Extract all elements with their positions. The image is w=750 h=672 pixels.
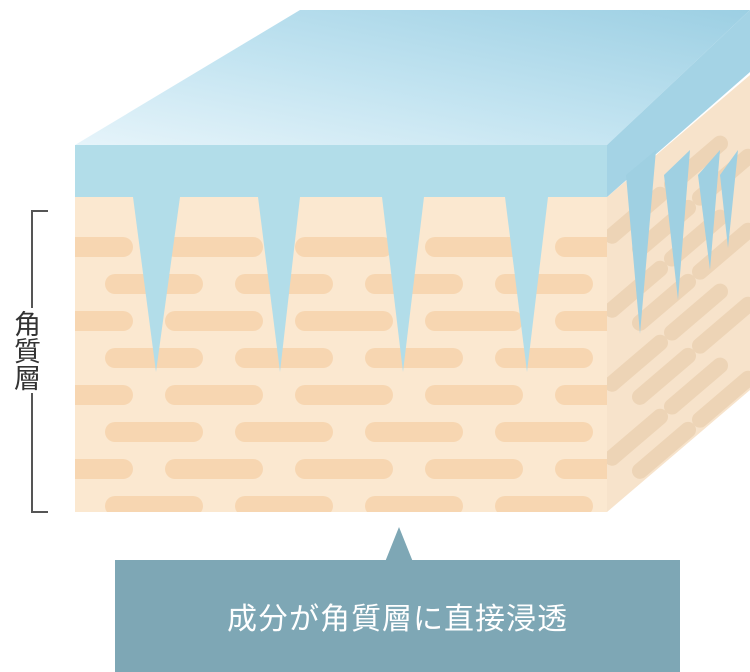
corneocyte-cell — [625, 496, 723, 516]
film-top-face — [75, 10, 750, 145]
corneocyte-cell — [165, 459, 263, 479]
corneocyte-cell — [365, 348, 463, 368]
corneocyte-cell — [495, 496, 593, 512]
corneocyte-cell — [365, 274, 463, 294]
microneedle — [664, 150, 690, 300]
corneocyte-cell — [105, 422, 203, 442]
corneocyte-cell — [692, 370, 750, 428]
microneedle — [720, 150, 738, 248]
corneocyte-cell — [75, 311, 133, 331]
film-side-face — [607, 10, 750, 197]
layer-label: 角質層 — [9, 308, 40, 393]
corneocyte-cell — [495, 422, 593, 442]
corneocyte-cell — [165, 311, 263, 331]
corneocyte-cell — [555, 237, 607, 257]
corneocyte-cell — [664, 283, 728, 341]
microneedle — [258, 197, 300, 372]
corneocyte-cell — [105, 496, 203, 512]
corneocyte-cells-front — [75, 237, 723, 516]
microneedles — [133, 150, 738, 372]
corneocyte-cell — [295, 459, 393, 479]
corneocyte-cell — [632, 273, 696, 331]
corneocyte-cell — [365, 496, 463, 512]
microneedle — [626, 150, 656, 334]
corneocyte-cell — [555, 311, 607, 331]
corneocyte-cell — [295, 237, 393, 257]
corneocyte-cell — [555, 385, 607, 405]
corneocyte-cell — [75, 237, 133, 257]
corneocyte-cell — [235, 348, 333, 368]
microneedle-film — [75, 10, 750, 372]
corneocyte-cell — [235, 496, 333, 512]
corneocyte-cell — [607, 260, 668, 318]
corneocyte-cell — [235, 422, 333, 442]
corneocyte-cell — [692, 222, 750, 280]
microneedle — [133, 197, 180, 372]
corneocyte-cell — [495, 348, 593, 368]
corneocyte-cell — [295, 311, 393, 331]
corneocyte-cell — [105, 348, 203, 368]
corneocyte-cell — [75, 459, 133, 479]
corneocyte-cell — [165, 237, 263, 257]
microneedle — [505, 197, 548, 372]
corneocyte-cell — [607, 334, 668, 392]
corneocyte-cell — [425, 385, 523, 405]
corneocyte-cell — [555, 459, 607, 479]
corneocyte-cell — [607, 408, 668, 466]
corneocyte-cell — [365, 422, 463, 442]
corneocyte-cell — [425, 459, 523, 479]
corneocyte-cell — [295, 385, 393, 405]
microneedle — [698, 150, 720, 270]
corneocyte-cell — [75, 385, 133, 405]
corneocyte-cell — [632, 421, 696, 479]
microneedle — [382, 197, 424, 372]
caption-box-bg — [115, 560, 680, 672]
corneocyte-cell — [425, 237, 523, 257]
caption-text: 成分が角質層に直接浸透 — [227, 602, 568, 637]
corneocyte-cell — [632, 347, 696, 405]
corneocyte-cell — [692, 296, 750, 354]
corneocyte-cell — [664, 357, 728, 415]
corneocyte-cell — [425, 311, 523, 331]
caption-pointer — [385, 527, 413, 562]
film-front-face — [75, 145, 607, 197]
caption-box: 成分が角質層に直接浸透 — [115, 560, 680, 672]
corneocyte-cell — [165, 385, 263, 405]
corneocyte-cell — [495, 274, 593, 294]
